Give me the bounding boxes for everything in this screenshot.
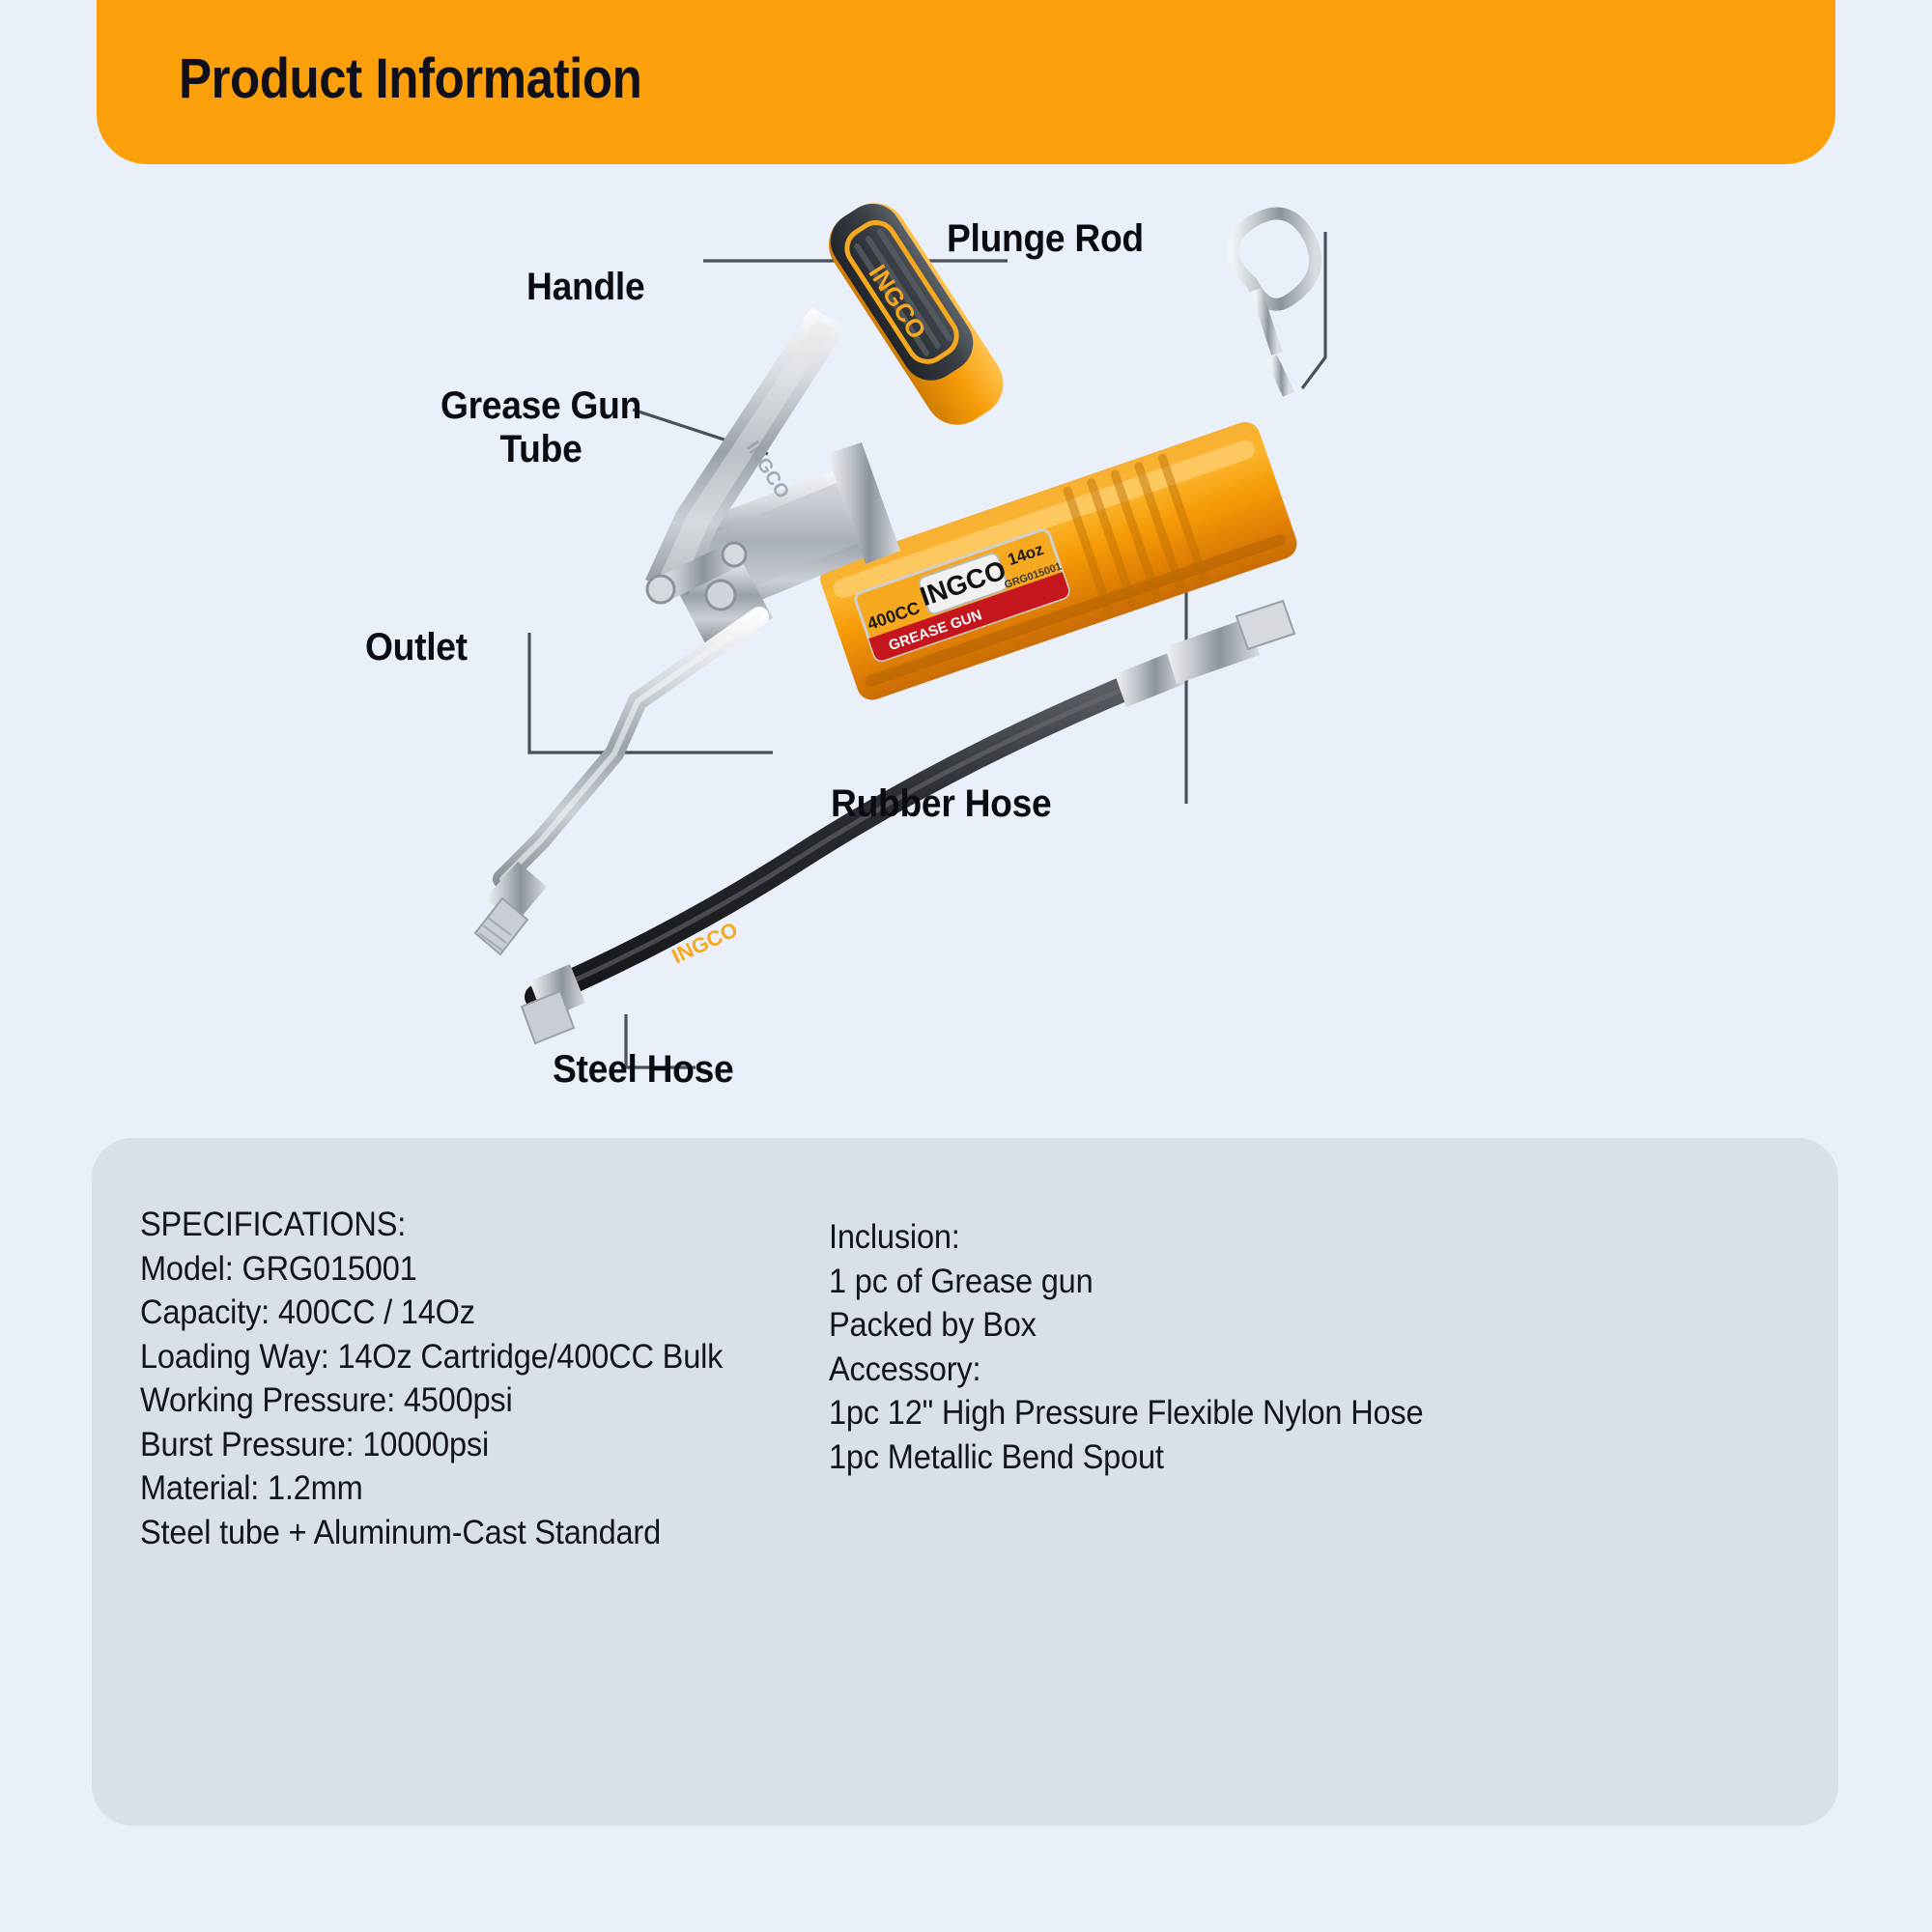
callout-outlet: Outlet (365, 626, 468, 668)
accessory-heading: Accessory: (829, 1350, 981, 1388)
specifications-column: SPECIFICATIONS: Model: GRG015001 Capacit… (140, 1203, 816, 1554)
grease-gun-tube-body: INGCO 400CC 14oz GRG015001 GREASE GUN (820, 422, 1297, 700)
callout-plunge-rod: Plunge Rod (947, 217, 1144, 260)
handle-grip: INGCO (828, 203, 1004, 425)
leader-plunge-rod (1300, 232, 1327, 389)
callout-steel-hose: Steel Hose (553, 1048, 734, 1091)
inclusion-item-1: 1 pc of Grease gun (829, 1262, 1094, 1300)
leader-outlet (527, 633, 773, 754)
inclusion-accessory-column: Inclusion: 1 pc of Grease gun Packed by … (829, 1215, 1524, 1479)
specifications-panel (92, 1138, 1838, 1826)
spec-capacity: Capacity: 400CC / 14Oz (140, 1293, 475, 1331)
callout-grease-gun-tube: Grease Gun Tube (440, 384, 642, 470)
leader-steel-hose (624, 1014, 696, 1069)
spec-material: Material: 1.2mm (140, 1469, 363, 1507)
specifications-heading: SPECIFICATIONS: (140, 1206, 407, 1243)
steel-hose (473, 607, 769, 956)
spec-loading-way: Loading Way: 14Oz Cartridge/400CC Bulk (140, 1337, 724, 1376)
page-title: Product Information (179, 47, 642, 110)
product-illustration: INGCO 400CC 14oz GRG015001 GREASE GUN (0, 164, 1932, 1130)
callout-handle: Handle (526, 266, 645, 308)
accessory-item-2: 1pc Metallic Bend Spout (829, 1437, 1164, 1476)
spec-model: Model: GRG015001 (140, 1249, 417, 1288)
spec-working-pressure: Working Pressure: 4500psi (140, 1381, 513, 1419)
spec-burst-pressure: Burst Pressure: 10000psi (140, 1425, 490, 1463)
inclusion-item-2: Packed by Box (829, 1306, 1037, 1344)
spec-material-detail: Steel tube + Aluminum-Cast Standard (140, 1513, 662, 1551)
inclusion-heading: Inclusion: (829, 1218, 960, 1256)
plunge-rod (1226, 207, 1322, 397)
leader-lines (527, 232, 1327, 1069)
accessory-item-1: 1pc 12" High Pressure Flexible Nylon Hos… (829, 1394, 1424, 1432)
callout-rubber-hose: Rubber Hose (831, 782, 1052, 825)
header-banner (97, 0, 1835, 164)
